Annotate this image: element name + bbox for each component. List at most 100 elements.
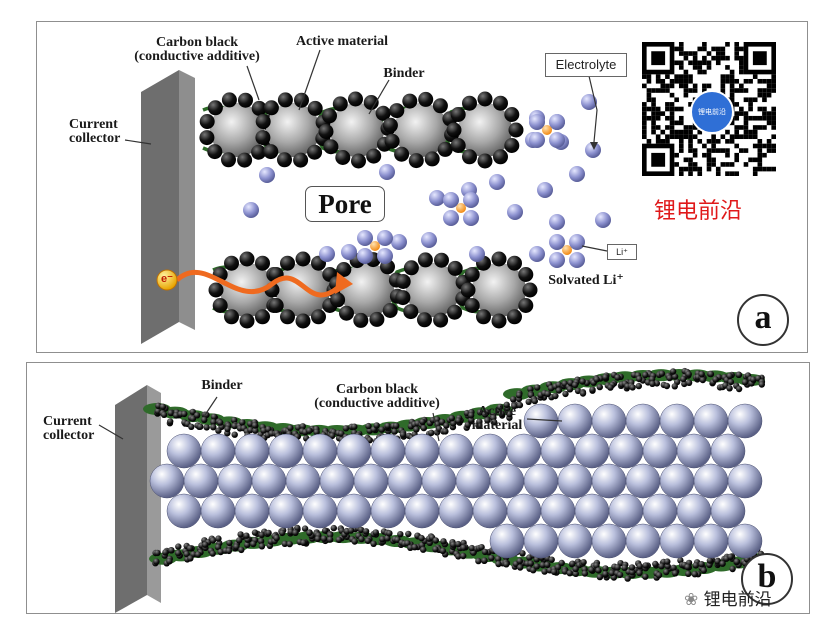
solvent-molecule (569, 252, 585, 268)
carbon-black-particle (168, 547, 175, 554)
carbon-black-particle (351, 538, 358, 545)
qr-module (642, 115, 647, 121)
carbon-black-particle (384, 535, 391, 542)
carbon-black-particle (236, 537, 243, 544)
carbon-black-particle (534, 384, 541, 391)
active-material-sphere (693, 403, 729, 439)
qr-module (734, 134, 740, 140)
active-material-sphere (642, 433, 678, 469)
qr-module (729, 171, 735, 176)
carbon-black-particle (286, 540, 293, 548)
carbon-black-particle (314, 535, 321, 543)
qr-module (757, 125, 763, 130)
carbon-black-particle (255, 114, 271, 129)
qr-module (674, 78, 679, 84)
qr-module (646, 74, 652, 79)
pore-label: Pore (305, 186, 385, 222)
carbon-black-particle (393, 422, 400, 429)
qr-module (739, 55, 744, 61)
qr-module (706, 166, 712, 172)
qr-module (678, 115, 684, 121)
carbon-black-particle (221, 152, 236, 168)
qr-module (757, 88, 763, 93)
qr-module (743, 97, 749, 103)
active-material-particle (266, 103, 320, 157)
carbon-black-particle (596, 383, 603, 391)
electrolyte-ion (537, 182, 553, 198)
carbon-black-particle (194, 551, 202, 558)
solvent-molecule (549, 114, 565, 130)
active-material-sphere (149, 463, 185, 499)
electrolyte-ion (549, 214, 565, 230)
active-material-particle (406, 263, 460, 317)
qr-module (646, 78, 652, 84)
carbon-black-particle (237, 531, 244, 538)
solvent-molecule (463, 210, 479, 226)
qr-module (706, 83, 712, 89)
qr-module (729, 83, 735, 89)
carbon-black-particle (607, 384, 614, 391)
label-carbon-black-a: Carbon black (conductive additive) (134, 35, 260, 64)
active-material-sphere (625, 403, 661, 439)
qr-module (715, 148, 721, 153)
active-material-sphere (489, 523, 525, 559)
carbon-black-particle (306, 427, 313, 434)
carbon-black-particle (614, 564, 621, 571)
carbon-black-particle (518, 298, 534, 313)
carbon-black-particle (226, 539, 233, 547)
carbon-black-particle (476, 409, 484, 416)
qr-module (725, 148, 730, 153)
qr-module (766, 88, 772, 93)
qr-module (697, 171, 703, 176)
qr-module (762, 115, 767, 121)
qr-module (748, 157, 753, 163)
carbon-black-particle (503, 401, 510, 408)
qr-module (665, 102, 670, 107)
carbon-black-particle (629, 569, 636, 576)
qr-module (688, 134, 693, 140)
qr-module (757, 139, 763, 144)
electron-arrow-head (335, 272, 353, 294)
qr-module (743, 111, 749, 116)
qr-module (752, 134, 758, 140)
active-material-sphere (676, 433, 712, 469)
solvent-molecule (569, 234, 585, 250)
carbon-black-particle (201, 416, 208, 423)
qr-module (697, 60, 703, 66)
qr-module (729, 162, 735, 167)
carbon-black-particle (518, 267, 534, 282)
carbon-black-particle (295, 313, 311, 329)
carbon-black-particle (338, 430, 345, 437)
qr-module (702, 42, 707, 47)
qr-module (678, 134, 684, 140)
carbon-black-particle (493, 149, 508, 165)
electrolyte-ion (469, 246, 485, 262)
carbon-black-particle (649, 380, 656, 387)
qr-module (762, 92, 767, 98)
carbon-black-particle (231, 422, 238, 430)
qr-module (757, 166, 763, 172)
carbon-black-particle (181, 410, 188, 418)
qr-module (729, 97, 735, 103)
qr-module (674, 97, 679, 103)
carbon-black-particle (215, 535, 222, 542)
carbon-black-particle (593, 376, 600, 383)
active-material-sphere (591, 463, 627, 499)
qr-module (752, 166, 758, 172)
qr-module (762, 143, 767, 149)
qr-module (683, 74, 689, 79)
qr-module (642, 125, 647, 130)
active-material-sphere (319, 463, 355, 499)
qr-module (678, 139, 684, 144)
carbon-black-particle (313, 428, 320, 436)
label-solvated-li: Solvated Li⁺ (548, 273, 624, 288)
qr-module (678, 65, 684, 70)
qr-module (757, 143, 763, 149)
carbon-black-particle (428, 429, 435, 436)
carbon-black-particle (366, 148, 382, 164)
qr-module (720, 51, 726, 56)
qr-module (678, 120, 684, 126)
qr-module (688, 125, 693, 130)
qr-module (651, 102, 656, 107)
carbon-black-particle (342, 425, 350, 432)
